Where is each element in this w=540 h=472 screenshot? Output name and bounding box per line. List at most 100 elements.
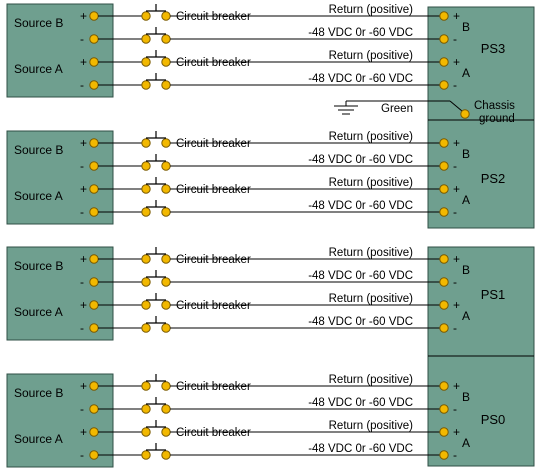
minus-sign: - — [453, 321, 457, 335]
circuit-breaker-label: Circuit breaker — [176, 11, 251, 23]
return-positive-label: Return (positive) — [329, 247, 414, 259]
breaker-contact-left — [141, 138, 151, 148]
minus-sign: - — [453, 78, 457, 92]
negative-voltage-label: -48 VDC 0r -60 VDC — [308, 270, 413, 282]
minus-sign: - — [453, 275, 457, 289]
minus-sign: - — [80, 159, 84, 173]
negative-voltage-label: -48 VDC 0r -60 VDC — [308, 27, 413, 39]
negative-voltage-label: -48 VDC 0r -60 VDC — [308, 73, 413, 85]
ps-terminal — [439, 254, 449, 264]
ps-terminal — [439, 11, 449, 21]
input-a-label: A — [462, 193, 470, 207]
breaker-contact-left — [141, 450, 151, 460]
circuit-breaker-label: Circuit breaker — [176, 184, 251, 196]
chassis-label: Chassis — [474, 100, 515, 112]
source-a-label: Source A — [14, 189, 63, 203]
source-terminal — [89, 277, 99, 287]
breaker-contact-right — [161, 300, 171, 310]
input-b-label: B — [462, 20, 470, 34]
ps-terminal — [439, 138, 449, 148]
plus-sign: + — [80, 379, 87, 393]
input-b-label: B — [462, 263, 470, 277]
source-terminal — [89, 184, 99, 194]
circuit-breaker — [141, 131, 171, 148]
source-a-label: Source A — [14, 62, 63, 76]
circuit-breaker — [141, 4, 171, 21]
minus-sign: - — [453, 159, 457, 173]
source-terminal — [89, 381, 99, 391]
source-a-label: Source A — [14, 432, 63, 446]
source-terminal — [89, 450, 99, 460]
ground-label: ground — [479, 113, 515, 125]
circuit-breaker — [141, 177, 171, 194]
circuit-breaker — [141, 374, 171, 391]
plus-sign: + — [80, 252, 87, 266]
breaker-contact-right — [161, 57, 171, 67]
breaker-contact-left — [141, 427, 151, 437]
plus-sign: + — [453, 425, 460, 439]
return-positive-label: Return (positive) — [329, 374, 414, 386]
circuit-breaker — [141, 154, 171, 171]
breaker-contact-left — [141, 161, 151, 171]
minus-sign: - — [453, 205, 457, 219]
negative-voltage-label: -48 VDC 0r -60 VDC — [308, 200, 413, 212]
circuit-breaker — [141, 73, 171, 90]
source-terminal — [89, 138, 99, 148]
ps-terminal — [439, 80, 449, 90]
minus-sign: - — [453, 32, 457, 46]
circuit-breaker-label: Circuit breaker — [176, 138, 251, 150]
plus-sign: + — [80, 55, 87, 69]
breaker-contact-left — [141, 381, 151, 391]
plus-sign: + — [80, 136, 87, 150]
breaker-contact-left — [141, 404, 151, 414]
breaker-contact-left — [141, 300, 151, 310]
plus-sign: + — [453, 9, 460, 23]
breaker-contact-left — [141, 277, 151, 287]
circuit-breaker-label: Circuit breaker — [176, 57, 251, 69]
ps-label: PS3 — [481, 41, 506, 56]
breaker-contact-left — [141, 34, 151, 44]
breaker-contact-right — [161, 184, 171, 194]
breaker-contact-left — [141, 254, 151, 264]
input-a-label: A — [462, 66, 470, 80]
source-b-label: Source B — [14, 143, 63, 157]
plus-sign: + — [453, 55, 460, 69]
breaker-contact-left — [141, 11, 151, 21]
ps-terminal — [439, 300, 449, 310]
minus-sign: - — [80, 321, 84, 335]
ps-terminal — [439, 161, 449, 171]
source-terminal — [89, 57, 99, 67]
breaker-contact-left — [141, 80, 151, 90]
plus-sign: + — [453, 182, 460, 196]
plus-sign: + — [80, 182, 87, 196]
plus-sign: + — [80, 425, 87, 439]
breaker-contact-right — [161, 427, 171, 437]
source-terminal — [89, 254, 99, 264]
circuit-breaker — [141, 397, 171, 414]
return-positive-label: Return (positive) — [329, 177, 414, 189]
source-b-label: Source B — [14, 16, 63, 30]
minus-sign: - — [80, 205, 84, 219]
breaker-contact-left — [141, 207, 151, 217]
minus-sign: - — [80, 32, 84, 46]
minus-sign: - — [453, 448, 457, 462]
breaker-contact-right — [161, 450, 171, 460]
circuit-breaker-label: Circuit breaker — [176, 300, 251, 312]
return-positive-label: Return (positive) — [329, 131, 414, 143]
source-b-label: Source B — [14, 259, 63, 273]
input-a-label: A — [462, 436, 470, 450]
ps-terminal — [439, 427, 449, 437]
circuit-breaker — [141, 293, 171, 310]
ps-label: PS0 — [481, 412, 506, 427]
breaker-contact-right — [161, 161, 171, 171]
return-positive-label: Return (positive) — [329, 293, 414, 305]
ps-terminal — [439, 381, 449, 391]
plus-sign: + — [80, 298, 87, 312]
plus-sign: + — [453, 252, 460, 266]
circuit-breaker — [141, 27, 171, 44]
ps-terminal — [439, 277, 449, 287]
minus-sign: - — [80, 78, 84, 92]
plus-sign: + — [453, 136, 460, 150]
